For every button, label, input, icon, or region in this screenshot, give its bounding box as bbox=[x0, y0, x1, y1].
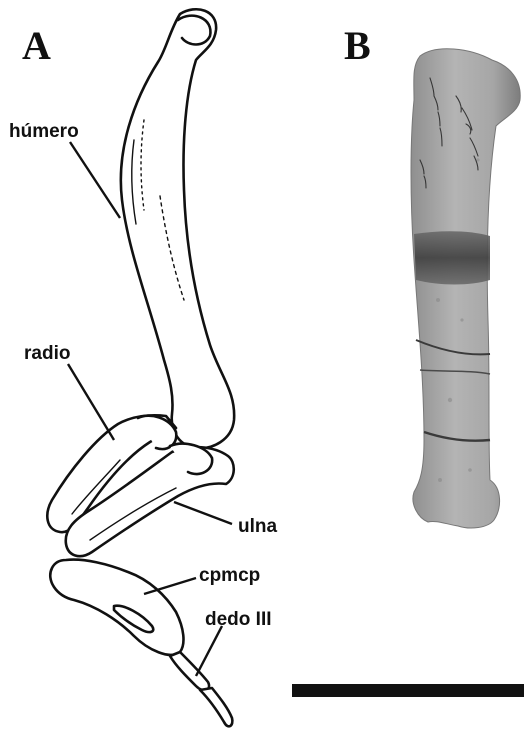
scale-bar bbox=[292, 684, 524, 697]
leader-radio bbox=[68, 364, 114, 440]
label-radio: radio bbox=[24, 344, 70, 363]
fossil-bone bbox=[411, 49, 520, 528]
digit-iii-phalanx-1 bbox=[170, 652, 209, 690]
label-ulna: ulna bbox=[238, 517, 277, 536]
label-dedo-iii: dedo III bbox=[205, 610, 272, 629]
humerus-bone bbox=[121, 9, 234, 448]
label-humero: húmero bbox=[9, 122, 79, 141]
digit-iii-phalanx-2 bbox=[200, 688, 232, 726]
leader-humero bbox=[70, 142, 120, 218]
leader-dedo bbox=[196, 626, 222, 676]
leader-ulna bbox=[174, 502, 232, 524]
label-cpmcp: cpmcp bbox=[199, 566, 260, 585]
fossil-photo bbox=[411, 49, 520, 528]
